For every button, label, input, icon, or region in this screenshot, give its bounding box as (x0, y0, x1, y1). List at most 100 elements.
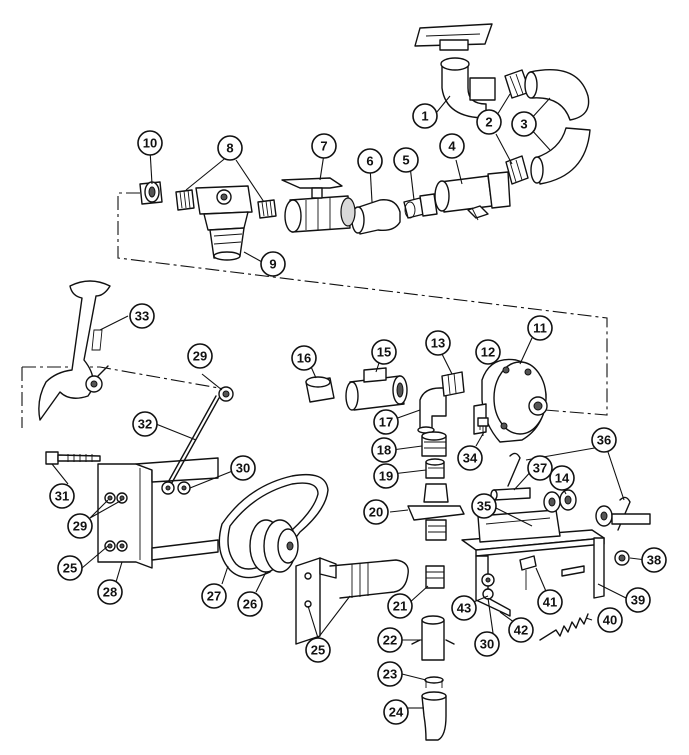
part-39-plate (593, 537, 605, 599)
part-11-pump-body (473, 358, 548, 443)
svg-text:12: 12 (481, 345, 495, 360)
svg-text:37: 37 (533, 461, 547, 476)
svg-text:21: 21 (393, 599, 407, 614)
svg-text:40: 40 (603, 613, 617, 628)
bracket-hardware (104, 386, 234, 552)
svg-text:43: 43 (457, 601, 471, 616)
svg-text:29: 29 (193, 349, 207, 364)
part-17-elbow (417, 387, 447, 434)
callout-32: 32 (132, 411, 158, 437)
part-24-hose (421, 691, 447, 741)
callout-28: 28 (97, 579, 123, 605)
callout-19: 19 (373, 463, 399, 489)
callout-5: 5 (393, 147, 419, 173)
svg-text:28: 28 (103, 585, 117, 600)
svg-text:16: 16 (297, 351, 311, 366)
callout-1: 1 (412, 103, 438, 129)
svg-text:10: 10 (143, 136, 157, 151)
part-18-coupler (421, 431, 447, 457)
callout-17: 17 (373, 409, 399, 435)
callout-12: 12 (475, 339, 501, 365)
part-8-nipples (175, 189, 277, 219)
part-20-valve (407, 483, 465, 541)
callout-33: 33 (129, 303, 155, 329)
callout-13: 13 (425, 330, 451, 356)
part-42-angle-bracket (475, 555, 511, 617)
part-15-tee (345, 367, 408, 411)
svg-text:9: 9 (269, 257, 276, 272)
svg-text:36: 36 (597, 433, 611, 448)
part-36-cotter-pins (507, 452, 631, 531)
svg-text:2: 2 (485, 115, 492, 130)
part-40-spring (539, 613, 589, 641)
part-14-washers (543, 489, 651, 527)
callout-41: 41 (537, 589, 563, 615)
svg-text:26: 26 (243, 597, 257, 612)
part-21-nipple (425, 565, 445, 589)
part-28-bracket (97, 457, 219, 569)
svg-text:25: 25 (311, 643, 325, 658)
part-5-adapter (403, 193, 438, 219)
part-26-pulley (249, 519, 299, 573)
callout-3: 3 (511, 111, 537, 137)
svg-text:30: 30 (480, 637, 494, 652)
callout-2: 2 (476, 109, 502, 135)
callout-37: 37 (527, 455, 553, 481)
part-10-bushing (139, 181, 163, 205)
part-33-lever-handle (38, 280, 111, 421)
svg-text:14: 14 (555, 471, 570, 486)
callout-43: 43 (451, 595, 477, 621)
svg-text:25: 25 (63, 561, 77, 576)
callout-27: 27 (201, 583, 227, 609)
callout-10: 10 (137, 130, 163, 156)
svg-text:8: 8 (226, 141, 233, 156)
svg-text:7: 7 (320, 139, 327, 154)
svg-text:32: 32 (138, 417, 152, 432)
svg-text:31: 31 (55, 489, 69, 504)
callout-8: 8 (217, 135, 243, 161)
svg-text:5: 5 (402, 153, 409, 168)
callout-29-upper: 29 (187, 343, 213, 369)
svg-text:33: 33 (135, 309, 149, 324)
part-9-strainer (195, 185, 253, 261)
part-7-ball-valve (281, 177, 356, 233)
callout-30-right: 30 (474, 631, 500, 657)
svg-text:11: 11 (533, 321, 547, 336)
callout-34: 34 (457, 445, 483, 471)
callout-18: 18 (371, 437, 397, 463)
callout-26: 26 (237, 591, 263, 617)
svg-text:19: 19 (379, 469, 393, 484)
callout-30-left: 30 (230, 455, 256, 481)
svg-text:15: 15 (377, 345, 391, 360)
part-32-linkage-rod (165, 395, 220, 489)
callout-22: 22 (377, 627, 403, 653)
svg-text:38: 38 (647, 553, 661, 568)
callout-25-right: 25 (305, 637, 331, 663)
callout-24: 24 (383, 699, 409, 725)
part-19-coupler (425, 458, 445, 479)
svg-text:13: 13 (431, 336, 445, 351)
part-38-nut (614, 550, 630, 566)
callout-25-left: 25 (57, 555, 83, 581)
callout-7: 7 (311, 133, 337, 159)
part-6-elbow (351, 199, 401, 235)
svg-text:39: 39 (631, 593, 645, 608)
svg-text:22: 22 (383, 633, 397, 648)
routing-lines (21, 192, 608, 428)
svg-text:42: 42 (514, 623, 528, 638)
svg-text:23: 23 (383, 667, 397, 682)
part-37-shaft (490, 487, 531, 501)
callout-38: 38 (641, 547, 667, 573)
svg-text:35: 35 (477, 499, 491, 514)
svg-text:1: 1 (421, 109, 428, 124)
svg-text:30: 30 (236, 461, 250, 476)
callout-23: 23 (377, 661, 403, 687)
part-16-cap (305, 376, 335, 403)
callout-15: 15 (371, 339, 397, 365)
part-31-bolt (45, 451, 101, 465)
svg-text:17: 17 (379, 415, 393, 430)
svg-text:4: 4 (448, 139, 456, 154)
part-41-bolts (519, 555, 585, 590)
